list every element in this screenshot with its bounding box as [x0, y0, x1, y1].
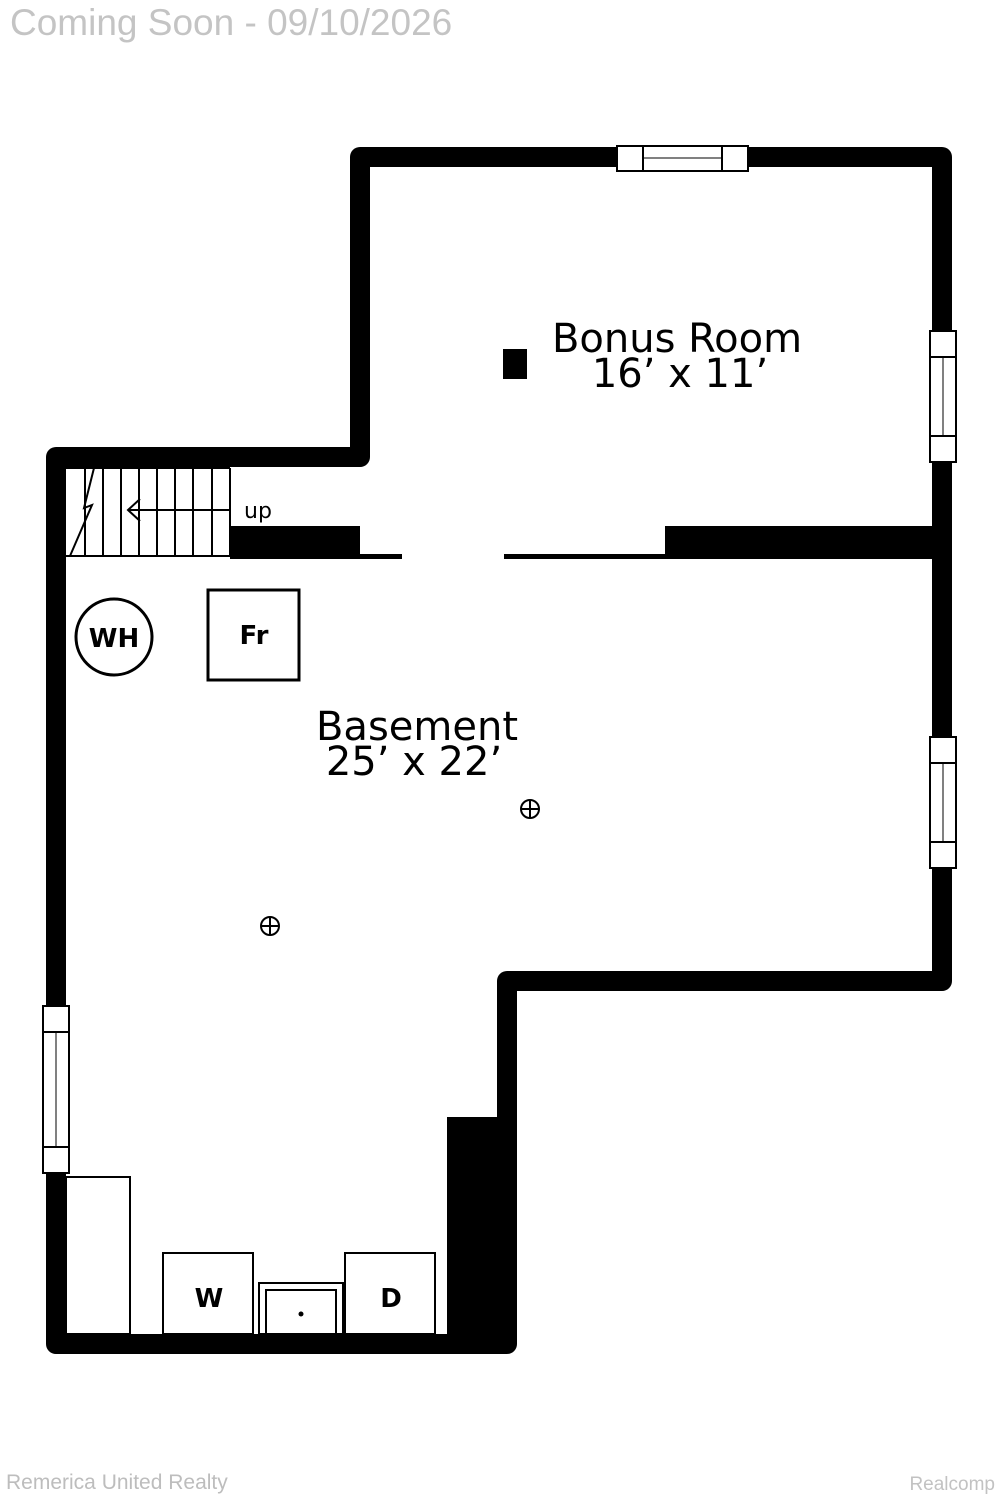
- exterior-walls: [46, 147, 952, 1354]
- chimney-block: [447, 1117, 507, 1344]
- room-dims-basement: 25’ x 22’: [326, 739, 502, 785]
- laundry-tub-icon: [258, 1282, 344, 1335]
- exterior-wall-outline: [46, 147, 952, 1354]
- mls-watermark: Realcomp: [909, 1474, 995, 1495]
- stairs-up-label: up: [244, 499, 272, 524]
- window-right-upper: [929, 330, 957, 463]
- wall-segment-right-thin: [504, 554, 674, 559]
- room-name-basement: Basement: [316, 704, 518, 750]
- washer-icon: [162, 1252, 254, 1335]
- arrow-head-icon: [126, 498, 141, 522]
- furnace-label: Fr: [240, 621, 269, 651]
- support-post: [503, 349, 527, 379]
- brokerage-watermark: Remerica United Realty: [6, 1471, 228, 1494]
- interior-wall: [230, 526, 942, 559]
- window-top: [616, 145, 749, 172]
- furnace-icon: [206, 588, 301, 682]
- wall-segment-right-block: [665, 526, 942, 559]
- stairs: [66, 467, 231, 557]
- water-heater-label: WH: [89, 624, 139, 654]
- room-name-bonus-room: Bonus Room: [552, 316, 802, 362]
- wall-segment-left-block: [230, 526, 360, 556]
- water-heater-icon: [74, 597, 154, 677]
- room-dims-bonus-room: 16’ x 11’: [592, 351, 768, 397]
- listing-status-banner: Coming Soon - 09/10/2026: [10, 2, 453, 43]
- dryer-label: D: [380, 1284, 402, 1314]
- counter-cabinet: [65, 1176, 131, 1335]
- wall-segment-left-thin: [230, 554, 402, 559]
- window-right-lower: [929, 736, 957, 869]
- window-left: [42, 1005, 70, 1174]
- stair-break-line: [69, 467, 95, 557]
- floor-drain-icon: [520, 799, 540, 819]
- washer-label: W: [195, 1284, 224, 1314]
- floor-drain-icon: [260, 916, 280, 936]
- dryer-icon: [344, 1252, 436, 1335]
